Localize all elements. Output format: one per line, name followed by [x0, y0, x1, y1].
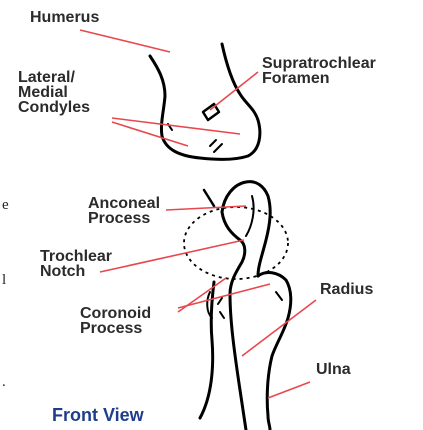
label-humerus: Humerus — [30, 10, 99, 25]
edge-fragment: . — [2, 374, 6, 391]
label-ulna: Ulna — [316, 362, 351, 377]
caption-front-view: Front View — [52, 405, 144, 426]
label-coronoid-process: Coronoid Process — [80, 306, 151, 336]
edge-fragment: l — [2, 272, 6, 289]
label-condyles: Lateral/ Medial Condyles — [18, 70, 90, 115]
label-anconeal-process: Anconeal Process — [88, 196, 160, 226]
label-radius: Radius — [320, 282, 373, 297]
edge-fragment: e — [2, 197, 9, 214]
label-supratrochlear-foramen: Supratrochlear Foramen — [262, 56, 376, 86]
label-trochlear-notch: Trochlear Notch — [40, 249, 112, 279]
